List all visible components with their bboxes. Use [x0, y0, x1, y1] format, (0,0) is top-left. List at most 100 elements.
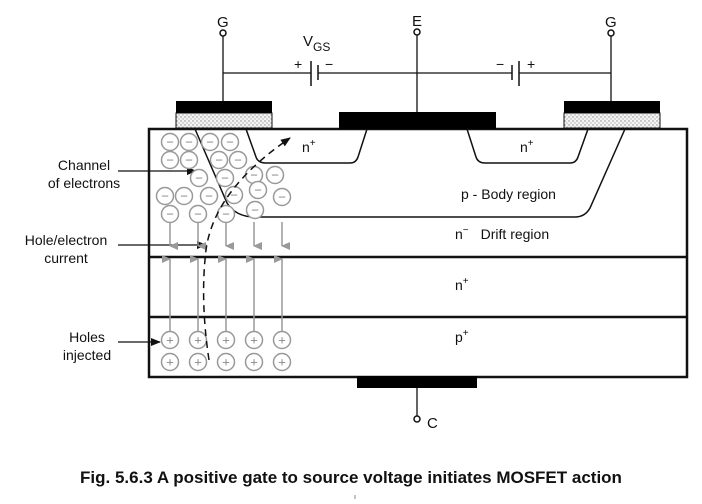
- electron-ring: [215, 168, 235, 188]
- electron-ring: [155, 186, 175, 206]
- hole-sign: +: [222, 355, 230, 370]
- electron: −: [160, 132, 180, 152]
- hole-sign: +: [250, 333, 258, 348]
- electron-sign: −: [278, 190, 286, 205]
- battery-right-minus: −: [496, 56, 504, 72]
- electron-ring: [174, 186, 194, 206]
- hole-ring: [160, 330, 180, 350]
- electron-ring: [179, 132, 199, 152]
- hole: +: [188, 352, 208, 372]
- gate-right-label: G: [605, 14, 617, 31]
- electron: −: [188, 204, 208, 224]
- electron-ring: [189, 168, 209, 188]
- vgs-main: V: [303, 33, 313, 50]
- electron: −: [155, 186, 175, 206]
- hole-ring: [272, 352, 292, 372]
- battery-left-minus: −: [325, 56, 333, 72]
- electron-sign: −: [250, 168, 258, 183]
- electron: −: [248, 180, 268, 200]
- electron: −: [179, 132, 199, 152]
- figure-caption: Fig. 5.6.3 A positive gate to source vol…: [80, 468, 622, 487]
- emitter-label: E: [412, 13, 422, 30]
- hole-ring: [216, 352, 236, 372]
- gate-left-label: G: [217, 14, 229, 31]
- hole-sign: +: [194, 355, 202, 370]
- hole-sign: +: [166, 333, 174, 348]
- current-path-dashed-arrow: [202, 137, 291, 361]
- electron-ring: [220, 132, 240, 152]
- electron-sign: −: [251, 203, 259, 218]
- hole-group: ++++++++++: [160, 330, 292, 372]
- hole: +: [244, 330, 264, 350]
- electron-ring: [160, 150, 180, 170]
- electron-sign: −: [222, 207, 230, 222]
- collector-terminal[interactable]: [413, 415, 421, 423]
- hole: +: [272, 352, 292, 372]
- electron-ring: [209, 150, 229, 170]
- hole-sign: +: [278, 333, 286, 348]
- electron-sign: −: [161, 189, 169, 204]
- electron-sign: −: [166, 207, 174, 222]
- emitter-terminal[interactable]: [413, 28, 421, 36]
- n-plus-right-label: n+: [520, 138, 534, 155]
- electron-ring: [224, 185, 244, 205]
- electron: −: [265, 165, 285, 185]
- n-plus-well-right: [466, 128, 589, 164]
- battery-right-plus: +: [527, 56, 535, 72]
- electron-sign: −: [185, 153, 193, 168]
- collector-metal: [357, 376, 477, 388]
- electron: −: [244, 165, 264, 185]
- emitter-metal: [339, 112, 496, 129]
- hole-ring: [188, 352, 208, 372]
- hole-sign: +: [166, 355, 174, 370]
- electron: −: [245, 200, 265, 220]
- electron-sign: −: [234, 153, 242, 168]
- hole: +: [216, 330, 236, 350]
- electron-ring: [200, 132, 220, 152]
- electron-sign: −: [166, 153, 174, 168]
- electron-ring: [179, 150, 199, 170]
- electron: −: [200, 132, 220, 152]
- hole-ring: [188, 330, 208, 350]
- n-plus-well-left: [245, 128, 368, 164]
- electron: −: [199, 186, 219, 206]
- electron-ring: [199, 186, 219, 206]
- electron: −: [228, 150, 248, 170]
- electron: −: [160, 150, 180, 170]
- electron-ring: [248, 180, 268, 200]
- electron-sign: −: [194, 207, 202, 222]
- hole-ring: [244, 330, 264, 350]
- electron-sign: −: [185, 135, 193, 150]
- electron: −: [189, 168, 209, 188]
- electron-sign: −: [205, 189, 213, 204]
- gate-oxide-right: [563, 112, 661, 129]
- hole-sign: +: [278, 355, 286, 370]
- electron-sign: −: [226, 135, 234, 150]
- hole-ring: [244, 352, 264, 372]
- hole-ring: [160, 352, 180, 372]
- electron-ring: [160, 132, 180, 152]
- battery-left-plus: +: [294, 56, 302, 72]
- electron-ring: [272, 187, 292, 207]
- n-plus-buffer-label: n+: [455, 276, 469, 293]
- electron: −: [272, 187, 292, 207]
- hole-sign: +: [250, 355, 258, 370]
- gate-left-terminal[interactable]: [219, 29, 227, 37]
- gate-right-terminal[interactable]: [607, 29, 615, 37]
- electron-ring: [265, 165, 285, 185]
- electron: −: [220, 132, 240, 152]
- electron: −: [215, 168, 235, 188]
- hole: +: [272, 330, 292, 350]
- electron-sign: −: [166, 135, 174, 150]
- drift-label: n−Drift region: [455, 225, 549, 242]
- hole-ring: [272, 330, 292, 350]
- electron: −: [209, 150, 229, 170]
- electron-sign: −: [180, 189, 188, 204]
- hole-ring: [216, 330, 236, 350]
- electron-ring: [228, 150, 248, 170]
- electron: −: [224, 185, 244, 205]
- electron-ring: [188, 204, 208, 224]
- p-body-label: p - Body region: [461, 186, 556, 202]
- electron-group: −−−−−−−−−−−−−−−−−−−−−−: [155, 132, 292, 224]
